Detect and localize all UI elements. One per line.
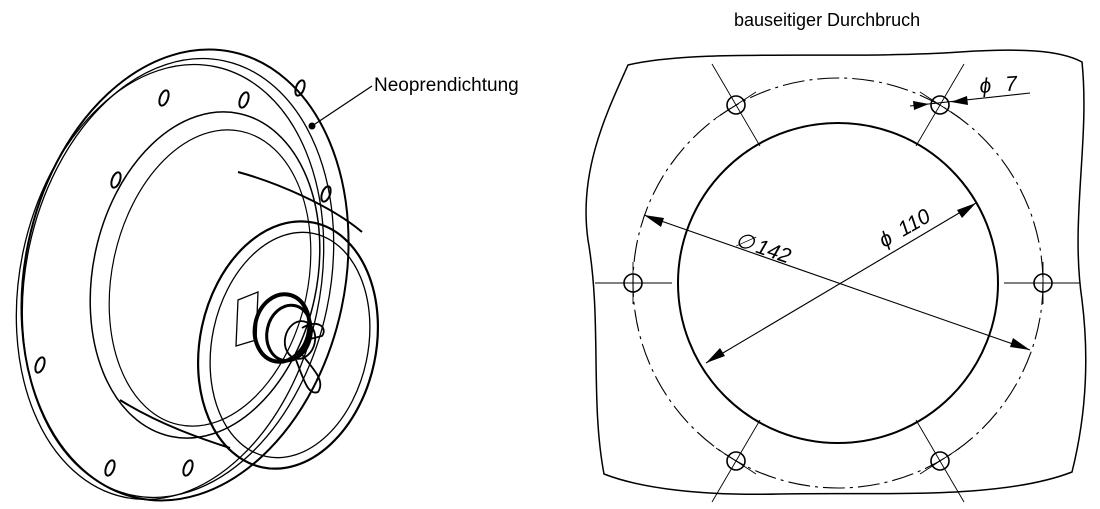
connector-wing-1 [301, 323, 325, 341]
bolt-hole-1 [238, 91, 250, 109]
diameter-symbol: ϕ [875, 227, 897, 253]
dim-line-cutout [705, 202, 977, 364]
connector-nut [283, 320, 317, 360]
body-cylinder-top [237, 171, 363, 233]
hole-center-lines [595, 63, 1080, 503]
wall-outline [585, 49, 1087, 496]
connector-bracket [235, 291, 259, 347]
dim-text-bolt-circle: ∅ 142 [732, 228, 794, 268]
body-front-face-inner [209, 231, 371, 459]
dimension-arrowheads [644, 96, 1030, 363]
body-front-face [196, 220, 380, 470]
flange-back-edge [15, 63, 325, 501]
opening-label: bauseitiger Durchbruch [734, 10, 920, 30]
bolt-hole-6 [34, 356, 46, 374]
connector-ring [252, 292, 312, 364]
body-cylinder-bottom [119, 399, 231, 449]
dim-text-hole: ϕ 7 [979, 72, 1020, 98]
bolt-hole-5 [320, 185, 332, 203]
bolt-hole-4 [110, 171, 122, 189]
cutout-circle [677, 122, 999, 444]
connector-wing-2 [295, 351, 322, 394]
gasket-label: Neoprendichtung [374, 75, 519, 96]
opening-plan-view [585, 49, 1087, 503]
bolt-hole-8 [182, 459, 194, 477]
bolt-hole-7 [104, 459, 116, 477]
hole-mark-top-left [726, 95, 746, 115]
connector-ring-2 [265, 303, 313, 363]
flange-rim-edge [21, 57, 335, 499]
hole-value: 7 [1005, 72, 1020, 96]
hole-mark-top-right [930, 95, 950, 115]
dim-line-bolt-circle [643, 214, 1031, 351]
flange-inner-step-2 [108, 129, 312, 427]
hole-mark-bottom-left [726, 451, 746, 471]
flange-isometric-view [15, 48, 380, 502]
flange-inner-step [89, 111, 321, 439]
bolt-hole-3 [158, 89, 170, 107]
hole-mark-bottom-right [930, 451, 950, 471]
cutout-value: 110 [894, 205, 935, 242]
gasket-leader-dot [308, 122, 316, 130]
bolt-hole-2 [294, 79, 306, 97]
bolt-circle-value: 142 [753, 235, 794, 268]
gasket-leader-line [311, 85, 373, 127]
flange-outer-rim [20, 48, 350, 502]
diameter-symbol: ϕ [979, 74, 992, 98]
dim-line-hole [909, 92, 1031, 107]
